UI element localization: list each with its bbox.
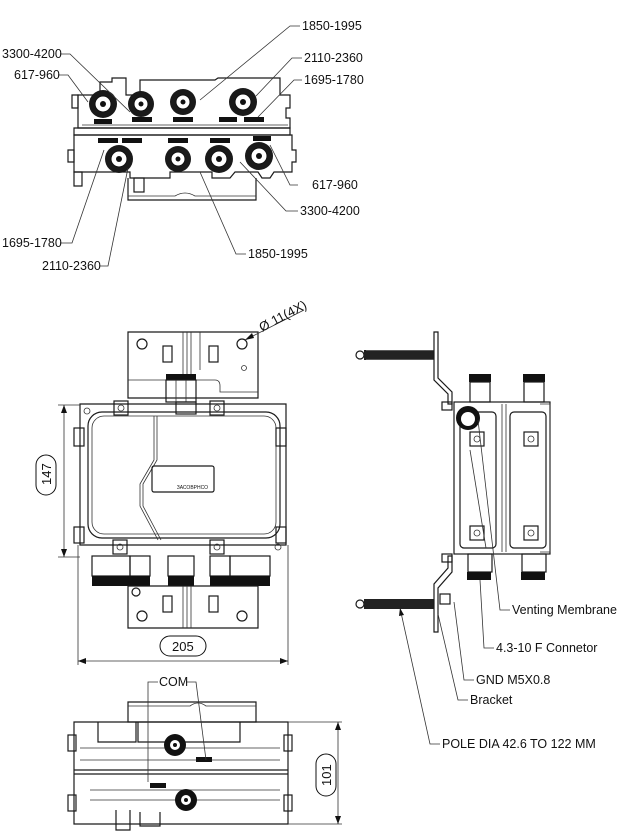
bottom-row-connectors xyxy=(105,142,273,173)
label-pole-dia: POLE DIA 42.6 TO 122 MM xyxy=(442,737,596,751)
top-view xyxy=(67,77,297,201)
hole-leader xyxy=(244,309,305,341)
height-dimension: 147 xyxy=(39,463,54,485)
front-bottom-connectors xyxy=(91,555,271,586)
side-view xyxy=(355,331,551,633)
connector-3300-4200-top xyxy=(128,91,154,117)
top-row-connectors xyxy=(89,88,257,118)
callout-617-960-bottom: 617-960 xyxy=(312,178,358,192)
connector-3300-4200-bottom xyxy=(205,145,233,173)
callout-617-960-top: 617-960 xyxy=(14,68,60,82)
label-venting-membrane: Venting Membrane xyxy=(512,603,617,617)
connector-1850-1995-top xyxy=(170,89,196,115)
top-view-leaders xyxy=(58,25,302,267)
connector-617-960-top xyxy=(89,90,117,118)
front-view: ЗАСОВРНСО xyxy=(73,331,287,629)
label-gnd: GND M5X0.8 xyxy=(476,673,550,687)
side-leaders xyxy=(399,419,510,745)
callout-1695-1780-top: 1695-1780 xyxy=(304,73,364,87)
bottom-view xyxy=(67,701,293,831)
label-bracket: Bracket xyxy=(470,693,513,707)
label-com: COM xyxy=(159,675,188,689)
callout-2110-2360-bottom: 2110-2360 xyxy=(42,259,101,273)
nameplate-text: ЗАСОВРНСО xyxy=(177,485,208,491)
depth-dimension: 101 xyxy=(319,764,334,786)
threaded-rod-bottom xyxy=(355,599,434,609)
callout-1695-1780-bottom: 1695-1780 xyxy=(2,236,62,250)
threaded-rod-top xyxy=(355,349,434,361)
callout-1850-1995-top: 1850-1995 xyxy=(302,19,362,33)
mount-hole-icon xyxy=(136,338,148,350)
callout-3300-4200-top: 3300-4200 xyxy=(2,47,62,61)
gnd-bolt xyxy=(439,593,451,605)
connector-1695-1780-bottom xyxy=(105,145,133,173)
depth-dimension-group: 101 xyxy=(288,721,342,825)
nameplate xyxy=(151,465,215,493)
label-connector: 4.3-10 F Connetor xyxy=(496,641,597,655)
connector-617-960-bottom xyxy=(245,142,273,170)
callout-1850-1995-bottom: 1850-1995 xyxy=(248,247,308,261)
mount-hole-icon xyxy=(236,338,248,350)
callout-3300-4200-bottom: 3300-4200 xyxy=(300,204,360,218)
hole-callout: Ø 11(4X) xyxy=(256,297,309,335)
callout-2110-2360-top: 2110-2360 xyxy=(304,51,363,65)
width-dimension: 205 xyxy=(172,639,194,654)
connector-1850-1995-bottom xyxy=(165,146,191,172)
connector-2110-2360-top xyxy=(229,88,257,116)
com-callout xyxy=(147,681,207,782)
